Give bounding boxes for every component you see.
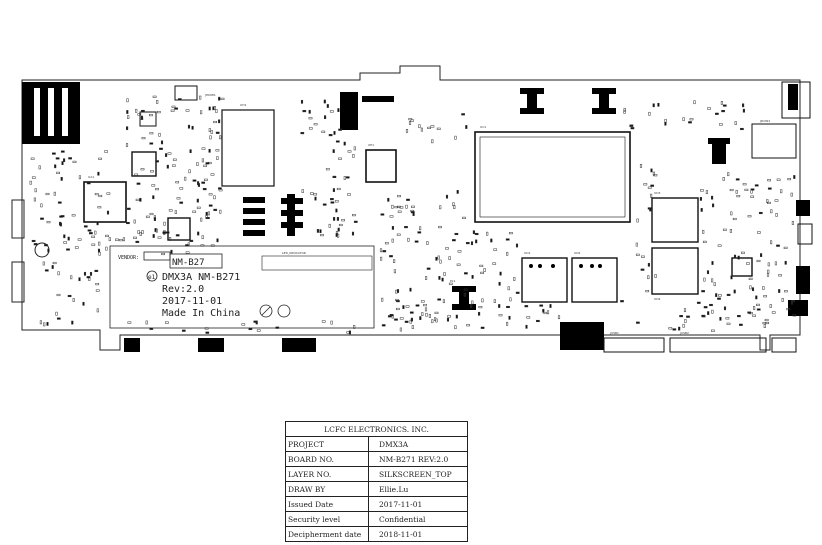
memory-chip-3 (651, 197, 699, 243)
refdes-led: LED_INDICATOR (282, 251, 306, 255)
board-outline (21, 65, 801, 351)
marking-area (109, 245, 375, 329)
refdes-audio: UA1 (88, 175, 94, 179)
refdes-ec: UE1 (368, 143, 374, 147)
conn-top-center (340, 92, 358, 130)
chip-left-large (83, 181, 127, 223)
module-wlan (221, 109, 275, 187)
refdes-wlan: UH1 (240, 103, 246, 107)
label-box-outline (169, 253, 223, 269)
conn-audio-left-1 (11, 199, 25, 239)
title-row: BOARD NO.NM-B271 REV:2.0 (285, 451, 468, 467)
row-label: DRAW BY (285, 481, 369, 497)
conn-bottom-3 (282, 338, 316, 352)
conn-right-top (751, 123, 797, 159)
refdes-hdmi: JHDMI1 (204, 93, 216, 97)
row-value: 2018-11-01 (368, 526, 468, 542)
refdes-usb1: JUSB1 (609, 331, 619, 335)
board-model-marking: DMX3A NM-B271 (162, 272, 240, 283)
hf-halogen-free-icon (277, 304, 291, 318)
board-label-code: NM-B27 (172, 258, 205, 268)
company-name: LCFC ELECTRONICS. INC. (285, 421, 468, 437)
chip-small-2 (139, 111, 157, 127)
refdes-mem2: UD2 (574, 251, 581, 255)
chip-left-small (131, 151, 157, 177)
vendor-box (143, 251, 171, 261)
memory-chip-1 (521, 257, 568, 303)
vendor-label: VENDOR: (118, 255, 139, 261)
board-origin-marking: Made In China (162, 308, 240, 319)
refdes-power: PL1 (450, 279, 455, 283)
row-value: NM-B271 REV:2.0 (368, 451, 468, 467)
cpu-outline (474, 131, 631, 223)
pb-free-icon (259, 304, 273, 318)
chip-center-ec (365, 149, 397, 183)
refdes-mem4: UD4 (654, 297, 661, 301)
row-value: Confidential (368, 511, 468, 527)
board-rev-marking: Rev:2.0 (162, 284, 204, 295)
conn-bottom-4 (560, 322, 604, 350)
conn-bottom-2 (198, 338, 224, 352)
row-label: BOARD NO. (285, 451, 369, 467)
chip-right-1 (731, 257, 753, 277)
refdes-cpu: UC1 (480, 125, 486, 129)
e1-mark-icon (146, 270, 158, 282)
row-value: 2017-11-01 (368, 496, 468, 512)
conn-top-2 (174, 85, 198, 101)
row-label: LAYER NO. (285, 466, 369, 482)
conn-audio-left-2 (11, 261, 25, 303)
row-value: Ellie.Lu (368, 481, 468, 497)
refdes-mem1: UD1 (524, 251, 531, 255)
memory-chip-2 (571, 257, 618, 303)
refdes-usb2: JUSB2 (679, 331, 689, 335)
conn-right-audio (781, 81, 811, 119)
refdes-dc: JDCIN1 (759, 119, 770, 123)
row-label: Security level (285, 511, 369, 527)
row-label: Decipherment date (285, 526, 369, 542)
board-date-marking: 2017-11-01 (162, 296, 222, 307)
passive-components (29, 95, 797, 335)
title-row: LAYER NO.SILKSCREEN_TOP (285, 466, 468, 482)
row-value: DMX3A (368, 436, 468, 452)
svg-text:e1: e1 (148, 274, 156, 281)
refdes-mem3: UD3 (654, 191, 661, 195)
row-label: Issued Date (285, 496, 369, 512)
memory-chip-4 (651, 247, 699, 295)
row-value: SILKSCREEN_TOP (368, 466, 468, 482)
chip-left-low (167, 217, 191, 241)
conn-bottom-1 (124, 338, 140, 352)
row-label: PROJECT (285, 436, 369, 452)
